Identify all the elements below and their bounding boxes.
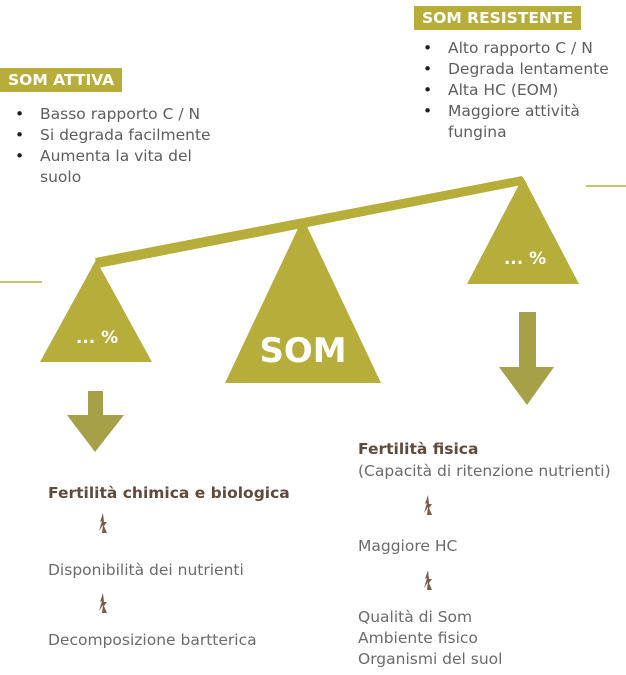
som-center-label: SOM: [259, 331, 346, 371]
right-outcome-list-item: Ambiente fisico: [358, 629, 478, 647]
right-outcome-subheading: (Capacità di ritenzione nutrienti): [358, 462, 611, 480]
right-weight-triangle: [467, 177, 579, 284]
small-up-arrow: [424, 495, 432, 515]
balance-beam: [95, 176, 527, 268]
right-outcome-line1: Maggiore HC: [358, 537, 458, 555]
som-resistente-list: Alto rapporto C / N Degrada lentamente A…: [420, 38, 626, 143]
right-down-arrow: [499, 312, 554, 405]
left-weight-label: ... %: [76, 328, 118, 348]
list-item: Basso rapporto C / N: [12, 104, 218, 125]
list-item: Si degrada facilmente: [12, 125, 218, 146]
list-item: Aumenta la vita del suolo: [12, 146, 218, 188]
right-outcome-list-item: Organismi del suol: [358, 650, 503, 668]
left-down-arrow: [67, 391, 124, 452]
som-attiva-label: SOM ATTIVA: [0, 68, 123, 92]
som-resistente-label: SOM RESISTENTE: [414, 6, 582, 30]
som-attiva-list: Basso rapporto C / N Si degrada facilmen…: [12, 104, 218, 188]
left-outcome-line1: Disponibilità dei nutrienti: [48, 561, 244, 579]
right-weight-label: ... %: [504, 249, 546, 269]
list-item: Degrada lentamente: [420, 59, 626, 80]
small-up-arrow: [99, 513, 107, 533]
right-outcome-heading: Fertilità fisica: [358, 440, 479, 458]
left-weight-triangle: [40, 260, 152, 362]
som-fulcrum-triangle: [225, 218, 381, 383]
list-item: Alta HC (EOM): [420, 80, 626, 101]
list-item: Alto rapporto C / N: [420, 38, 626, 59]
right-outcome-list: Qualità di Som Ambiente fisico Organismi…: [358, 607, 502, 670]
small-up-arrow: [424, 570, 432, 590]
left-outcome-heading: Fertilità chimica e biologica: [48, 484, 290, 502]
right-outcome-list-item: Qualità di Som: [358, 608, 473, 626]
list-item: Maggiore attività fungina: [420, 101, 613, 143]
small-up-arrow: [99, 593, 107, 613]
left-outcome-line2: Decomposizione bartterica: [48, 631, 257, 649]
